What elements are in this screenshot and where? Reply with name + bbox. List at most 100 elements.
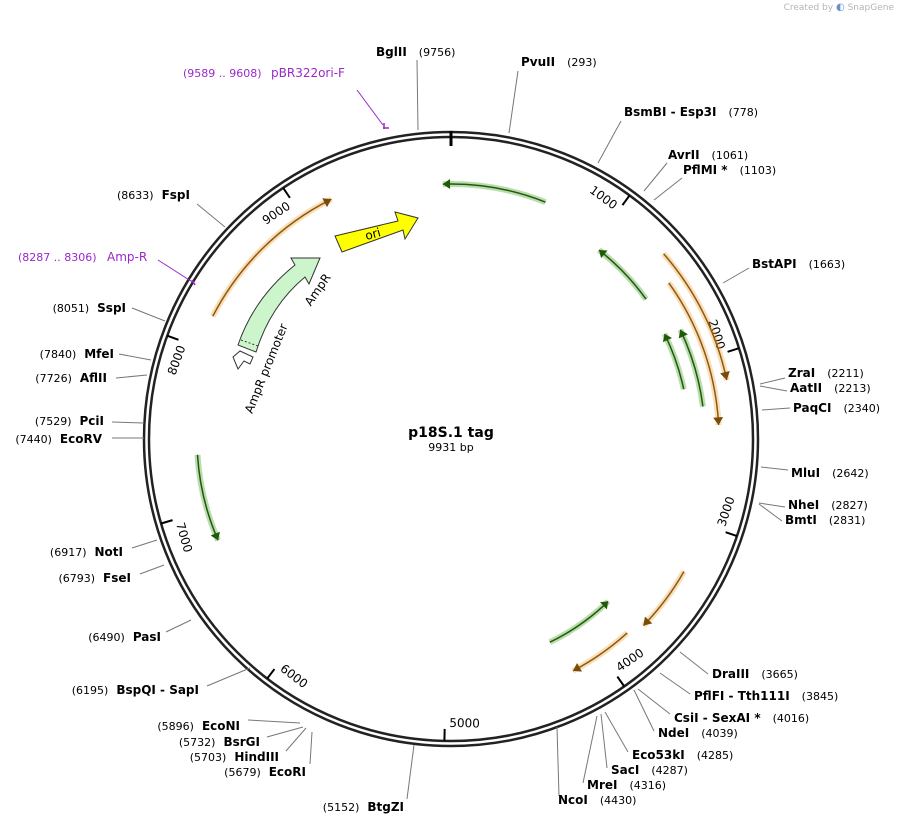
- site-leader: [600, 713, 608, 769]
- site-saci[interactable]: SacI (4287): [611, 763, 688, 777]
- site-name: HindIII: [234, 750, 279, 764]
- orf-arc: [661, 251, 730, 381]
- site-leader: [722, 267, 750, 284]
- site-name: NdeI: [658, 726, 689, 740]
- site-position: (4039): [701, 727, 738, 740]
- tick-mark: [616, 675, 626, 687]
- site-leader: [759, 385, 788, 392]
- site-bsrgi[interactable]: BsrGI(5732): [179, 735, 260, 749]
- site-name: CsiI - SexAI *: [674, 711, 761, 725]
- site-position: (5703): [190, 751, 227, 764]
- site-position: (3665): [761, 668, 798, 681]
- site-eco53ki[interactable]: Eco53kI(4285): [632, 748, 733, 762]
- site-avrii[interactable]: AvrII(1061): [668, 148, 748, 162]
- site-position: (5679): [224, 766, 261, 779]
- site-position: (1103): [740, 164, 777, 177]
- site-name: EcoNI: [202, 719, 240, 733]
- site-pvuii[interactable]: PvuII(293): [521, 55, 597, 69]
- site-position: (2831): [829, 514, 866, 527]
- site-leader: [285, 727, 307, 752]
- tick-label: 7000: [173, 521, 195, 554]
- site-ecori[interactable]: EcoRI(5679): [224, 765, 306, 779]
- site-position: (2340): [843, 402, 880, 415]
- site-name: PvuII: [521, 55, 555, 69]
- site-leader: [416, 59, 419, 131]
- site-leader: [679, 651, 709, 675]
- site-leader: [637, 688, 671, 715]
- site-name: BspQI - SapI: [116, 683, 199, 697]
- site-name: DraIII: [712, 667, 749, 681]
- site-leader-lines: [111, 59, 791, 800]
- primer-amp-r[interactable]: (8287 .. 8306) Amp-R: [18, 250, 196, 286]
- site-bspqi[interactable]: BspQI - SapI(6195): [72, 683, 199, 697]
- site-mlui[interactable]: MluI(2642): [791, 466, 869, 480]
- site-ecorv[interactable]: EcoRV(7440): [15, 432, 102, 446]
- primer-mark: [191, 279, 196, 286]
- site-bglii[interactable]: BglII(9756): [376, 45, 455, 59]
- site-name: SacI: [611, 763, 639, 777]
- site-draiii[interactable]: DraIII (3665): [712, 667, 798, 681]
- site-name: PflMI *: [683, 163, 728, 177]
- site-leader: [247, 719, 301, 724]
- site-pcii[interactable]: PciI(7529): [35, 414, 104, 428]
- snapgene-branding: Created by ◐ SnapGene: [784, 2, 894, 13]
- tick-mark: [160, 519, 173, 525]
- site-sspi[interactable]: SspI(8051): [53, 301, 126, 315]
- tick-mark: [166, 334, 179, 341]
- feature-ori[interactable]: ori: [334, 211, 419, 253]
- site-leader: [597, 120, 622, 164]
- site-name: BtgZI: [367, 800, 404, 814]
- site-position: (4287): [651, 764, 688, 777]
- site-hindiii[interactable]: HindIII (5703): [190, 750, 279, 764]
- ampr-arrow: [237, 257, 321, 353]
- site-paqci[interactable]: PaqCI(2340): [793, 401, 880, 415]
- site-leader: [633, 689, 655, 732]
- site-name: AflII: [80, 371, 107, 385]
- site-mrei[interactable]: MreI(4316): [587, 778, 666, 792]
- site-pasi[interactable]: PasI(6490): [88, 630, 161, 644]
- site-btgzi[interactable]: BtgZI(5152): [323, 800, 404, 814]
- primer-pbr322ori-f[interactable]: (9589 .. 9608) pBR322ori-F: [183, 66, 389, 129]
- site-position: (4285): [697, 749, 734, 762]
- orf-arc: [641, 569, 687, 628]
- orf-arc: [661, 332, 687, 390]
- tick-label: 6000: [278, 661, 311, 691]
- site-leader: [643, 162, 668, 192]
- site-leader: [309, 731, 313, 765]
- site-leader: [111, 421, 145, 424]
- site-nhei[interactable]: NheI(2827): [788, 498, 868, 512]
- site-pflfi[interactable]: PflFI - Tth111I(3845): [694, 689, 838, 703]
- site-aflii[interactable]: AflII(7726): [35, 371, 107, 385]
- site-position: (1061): [712, 149, 749, 162]
- site-aatii[interactable]: AatII(2213): [790, 381, 871, 395]
- site-position: (5896): [157, 720, 194, 733]
- tick-label: 5000: [449, 716, 480, 731]
- site-name: MreI: [587, 778, 617, 792]
- site-leader: [196, 203, 226, 228]
- site-noti[interactable]: NotI(6917): [50, 545, 123, 559]
- site-ncoi[interactable]: NcoI(4430): [558, 793, 636, 807]
- site-bsmbi[interactable]: BsmBI - Esp3I(778): [624, 105, 758, 119]
- site-fsei[interactable]: FseI(6793): [58, 571, 131, 585]
- site-mfei[interactable]: MfeI(7840): [40, 347, 114, 361]
- site-zrai[interactable]: ZraI(2211): [788, 366, 864, 380]
- site-fspi[interactable]: FspI(8633): [117, 188, 190, 202]
- site-leader: [118, 353, 152, 361]
- tick-mark: [725, 531, 738, 538]
- site-bmti[interactable]: BmtI(2831): [785, 513, 865, 527]
- site-position: (7840): [40, 348, 77, 361]
- site-ndei[interactable]: NdeI (4039): [658, 726, 738, 740]
- site-name: NotI: [95, 545, 124, 559]
- site-csii[interactable]: CsiI - SexAI *(4016): [674, 711, 809, 725]
- ori-label: ori: [363, 225, 382, 243]
- site-position: (8633): [117, 189, 154, 202]
- site-leader: [759, 377, 786, 385]
- site-leader: [582, 715, 598, 784]
- plasmid-name: p18S.1 tag: [408, 425, 494, 441]
- site-position: (5732): [179, 736, 216, 749]
- site-bstapi[interactable]: BstAPI(1663): [752, 257, 845, 271]
- orf-arcs: [194, 179, 730, 674]
- site-pflmi[interactable]: PflMI * (1103): [683, 163, 776, 177]
- site-name: BstAPI: [752, 257, 797, 271]
- site-econi[interactable]: EcoNI (5896): [157, 719, 240, 733]
